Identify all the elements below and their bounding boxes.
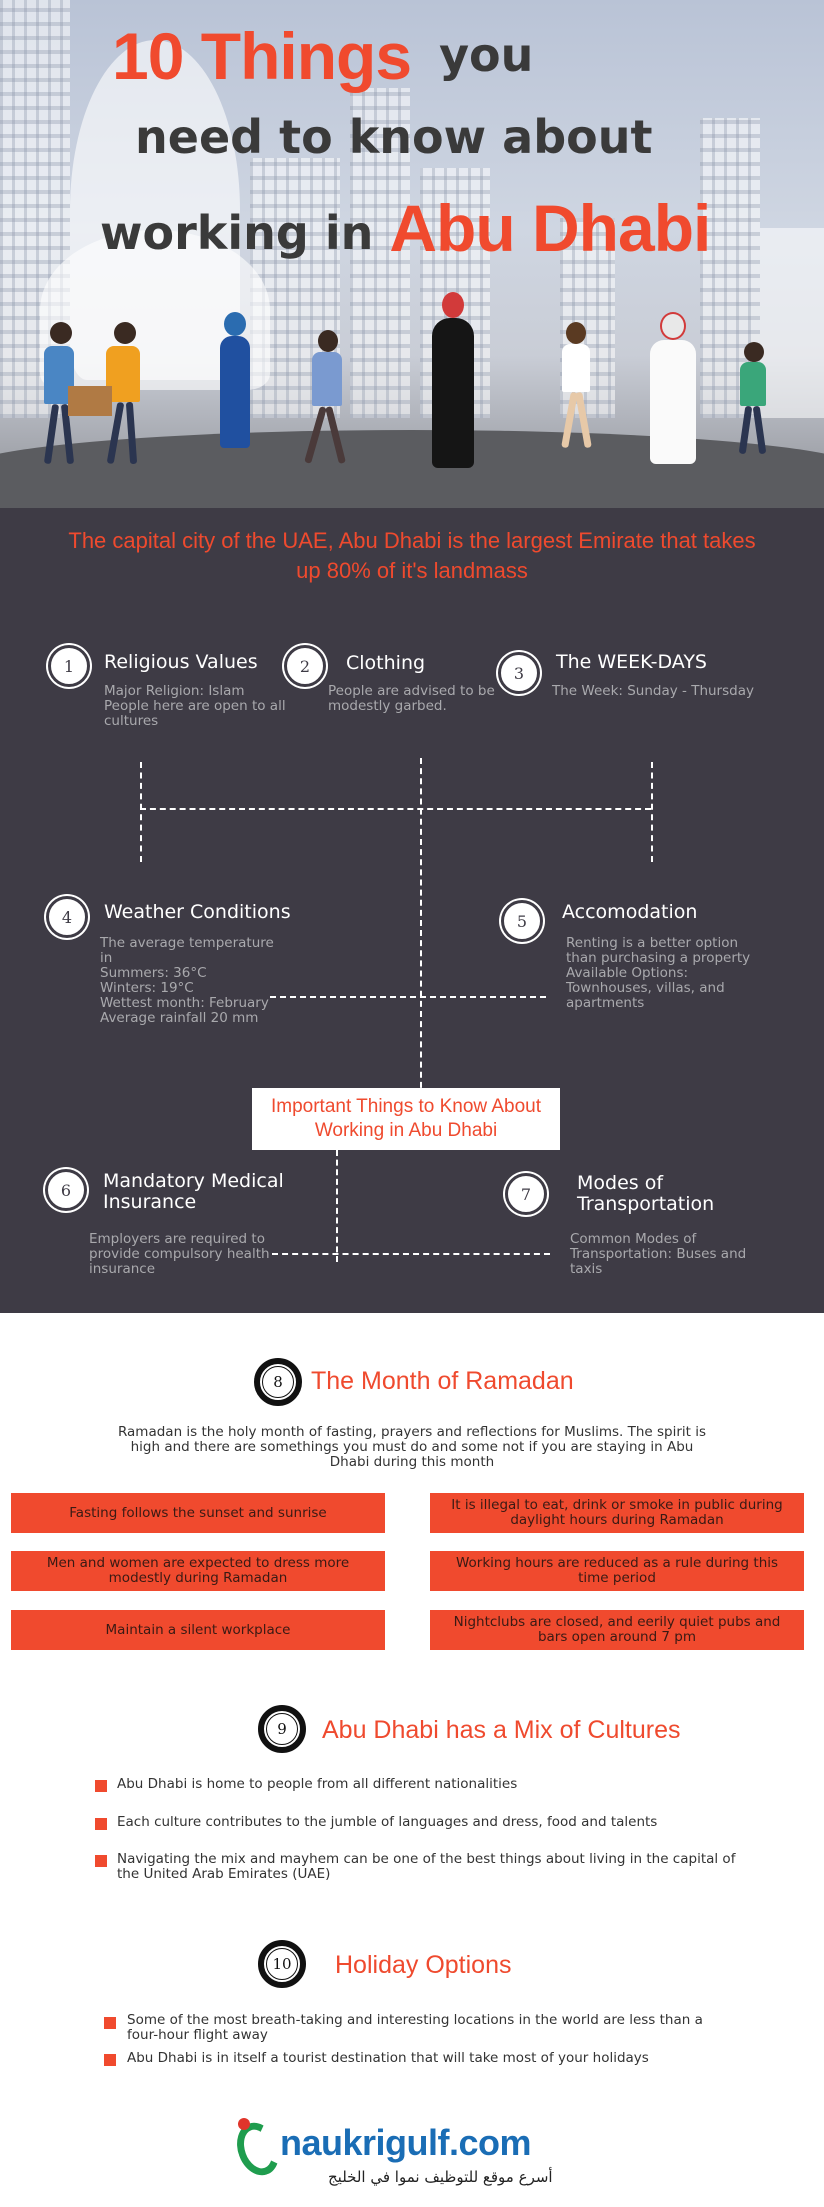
bullet-marker	[104, 2017, 116, 2029]
item-title: The WEEK-DAYS	[556, 651, 707, 673]
ramadan-rule: Nightclubs are closed, and eerily quiet …	[430, 1610, 804, 1650]
item-title: Mandatory Medical Insurance	[103, 1170, 284, 1213]
item-text-lines: People are advised to be modestly garbed…	[328, 683, 495, 714]
title-highlight: Abu Dhabi	[389, 191, 711, 265]
connector-line	[140, 808, 651, 810]
number-badge: 2	[284, 645, 326, 687]
connector-line	[651, 762, 653, 862]
connector-line	[140, 762, 142, 862]
ramadan-rule: Men and women are expected to dress more…	[11, 1551, 385, 1591]
connector-line	[272, 1253, 550, 1255]
item-title: Weather Conditions	[104, 901, 291, 923]
person-illustration	[552, 322, 602, 452]
item-text: Renting is a better option than purchasi…	[566, 936, 766, 1011]
building	[350, 88, 410, 418]
title-line-3: working in Abu Dhabi	[100, 190, 711, 266]
item-text: Common Modes of Transportation: Buses an…	[570, 1232, 770, 1277]
person-illustration	[210, 312, 260, 462]
item-title: Religious Values	[104, 651, 258, 673]
bullet-marker	[104, 2054, 116, 2066]
title-line-1: 10 Things you	[112, 18, 533, 95]
logo-dot-icon	[238, 2118, 250, 2130]
number-badge: 6	[45, 1169, 87, 1211]
item-title: Accomodation	[562, 901, 698, 923]
bullet-marker	[95, 1818, 107, 1830]
title-text: working in	[100, 206, 374, 260]
item-text-lines: Renting is a better option than purchasi…	[566, 935, 751, 1011]
item-text-lines: Common Modes of Transportation: Buses an…	[570, 1231, 747, 1277]
tagline: The capital city of the UAE, Abu Dhabi i…	[68, 528, 756, 583]
building	[0, 0, 70, 418]
person-illustration	[424, 292, 484, 477]
bullet-marker	[95, 1855, 107, 1867]
section-intro: Ramadan is the holy month of fasting, pr…	[117, 1424, 707, 1470]
item-text: Major Religion: Islam People here are op…	[104, 684, 294, 729]
person-illustration	[100, 322, 160, 472]
center-callout: Important Things to Know About Working i…	[252, 1088, 560, 1150]
ramadan-rule: Working hours are reduced as a rule duri…	[430, 1551, 804, 1591]
bullet-text: Navigating the mix and mayhem can be one…	[117, 1851, 736, 1882]
item-text: Employers are required to provide compul…	[89, 1232, 279, 1277]
connector-line	[336, 1150, 338, 1262]
item-title: Clothing	[346, 652, 426, 674]
title-text: you	[439, 28, 534, 82]
item-text-lines: The Week: Sunday - Thursday	[552, 683, 754, 699]
item-text: The average temperature in Summers: 36°C…	[100, 936, 280, 1026]
bullet-text: Abu Dhabi is in itself a tourist destina…	[127, 2050, 649, 2066]
bullet-text: Some of the most breath-taking and inter…	[127, 2012, 703, 2043]
ramadan-rule: It is illegal to eat, drink or smoke in …	[430, 1493, 804, 1533]
logo-tagline: أسرع موقع للتوظيف نموا في الخليج	[328, 2168, 553, 2186]
number-badge: 1	[48, 645, 90, 687]
bullet-marker	[95, 1780, 107, 1792]
item-text: The Week: Sunday - Thursday	[552, 684, 792, 699]
ramadan-rule: Maintain a silent workplace	[11, 1610, 385, 1650]
person-illustration	[640, 312, 704, 472]
cardboard-box	[68, 386, 112, 416]
number-badge: 9	[258, 1705, 306, 1753]
bullet-text: Each culture contributes to the jumble o…	[117, 1814, 658, 1830]
title-highlight: 10 Things	[112, 19, 412, 93]
item-text-lines: Major Religion: Islam People here are op…	[104, 683, 286, 729]
person-illustration	[732, 342, 776, 462]
bullet-text: Abu Dhabi is home to people from all dif…	[117, 1776, 518, 1792]
section-title: Holiday Options	[335, 1951, 512, 1979]
number-badge: 7	[505, 1173, 547, 1215]
number-badge: 4	[46, 896, 88, 938]
number-badge: 10	[258, 1940, 306, 1988]
number-badge: 5	[501, 900, 543, 942]
title-line-2: need to know about	[135, 110, 653, 164]
section-title: The Month of Ramadan	[311, 1367, 574, 1395]
ramadan-rule: Fasting follows the sunset and sunrise	[11, 1493, 385, 1533]
number-badge: 8	[254, 1358, 302, 1406]
facts-section: The capital city of the UAE, Abu Dhabi i…	[0, 508, 824, 1313]
logo-wordmark: naukrigulf.com	[280, 2122, 532, 2163]
item-title: Modes of Transportation	[577, 1172, 715, 1215]
connector-line	[270, 996, 546, 998]
brand-logo[interactable]: naukrigulf.com أسرع موقع للتوظيف نموا في…	[229, 2116, 568, 2190]
section-title: Abu Dhabi has a Mix of Cultures	[322, 1716, 681, 1744]
person-illustration	[296, 330, 366, 470]
building	[760, 228, 824, 418]
item-text-lines: The average temperature in Summers: 36°C…	[100, 935, 274, 1026]
number-badge: 3	[498, 652, 540, 694]
hero-banner: 10 Things you need to know about working …	[0, 0, 824, 508]
item-text-lines: Employers are required to provide compul…	[89, 1231, 270, 1277]
item-text: People are advised to be modestly garbed…	[328, 684, 508, 714]
connector-line	[420, 758, 422, 1098]
